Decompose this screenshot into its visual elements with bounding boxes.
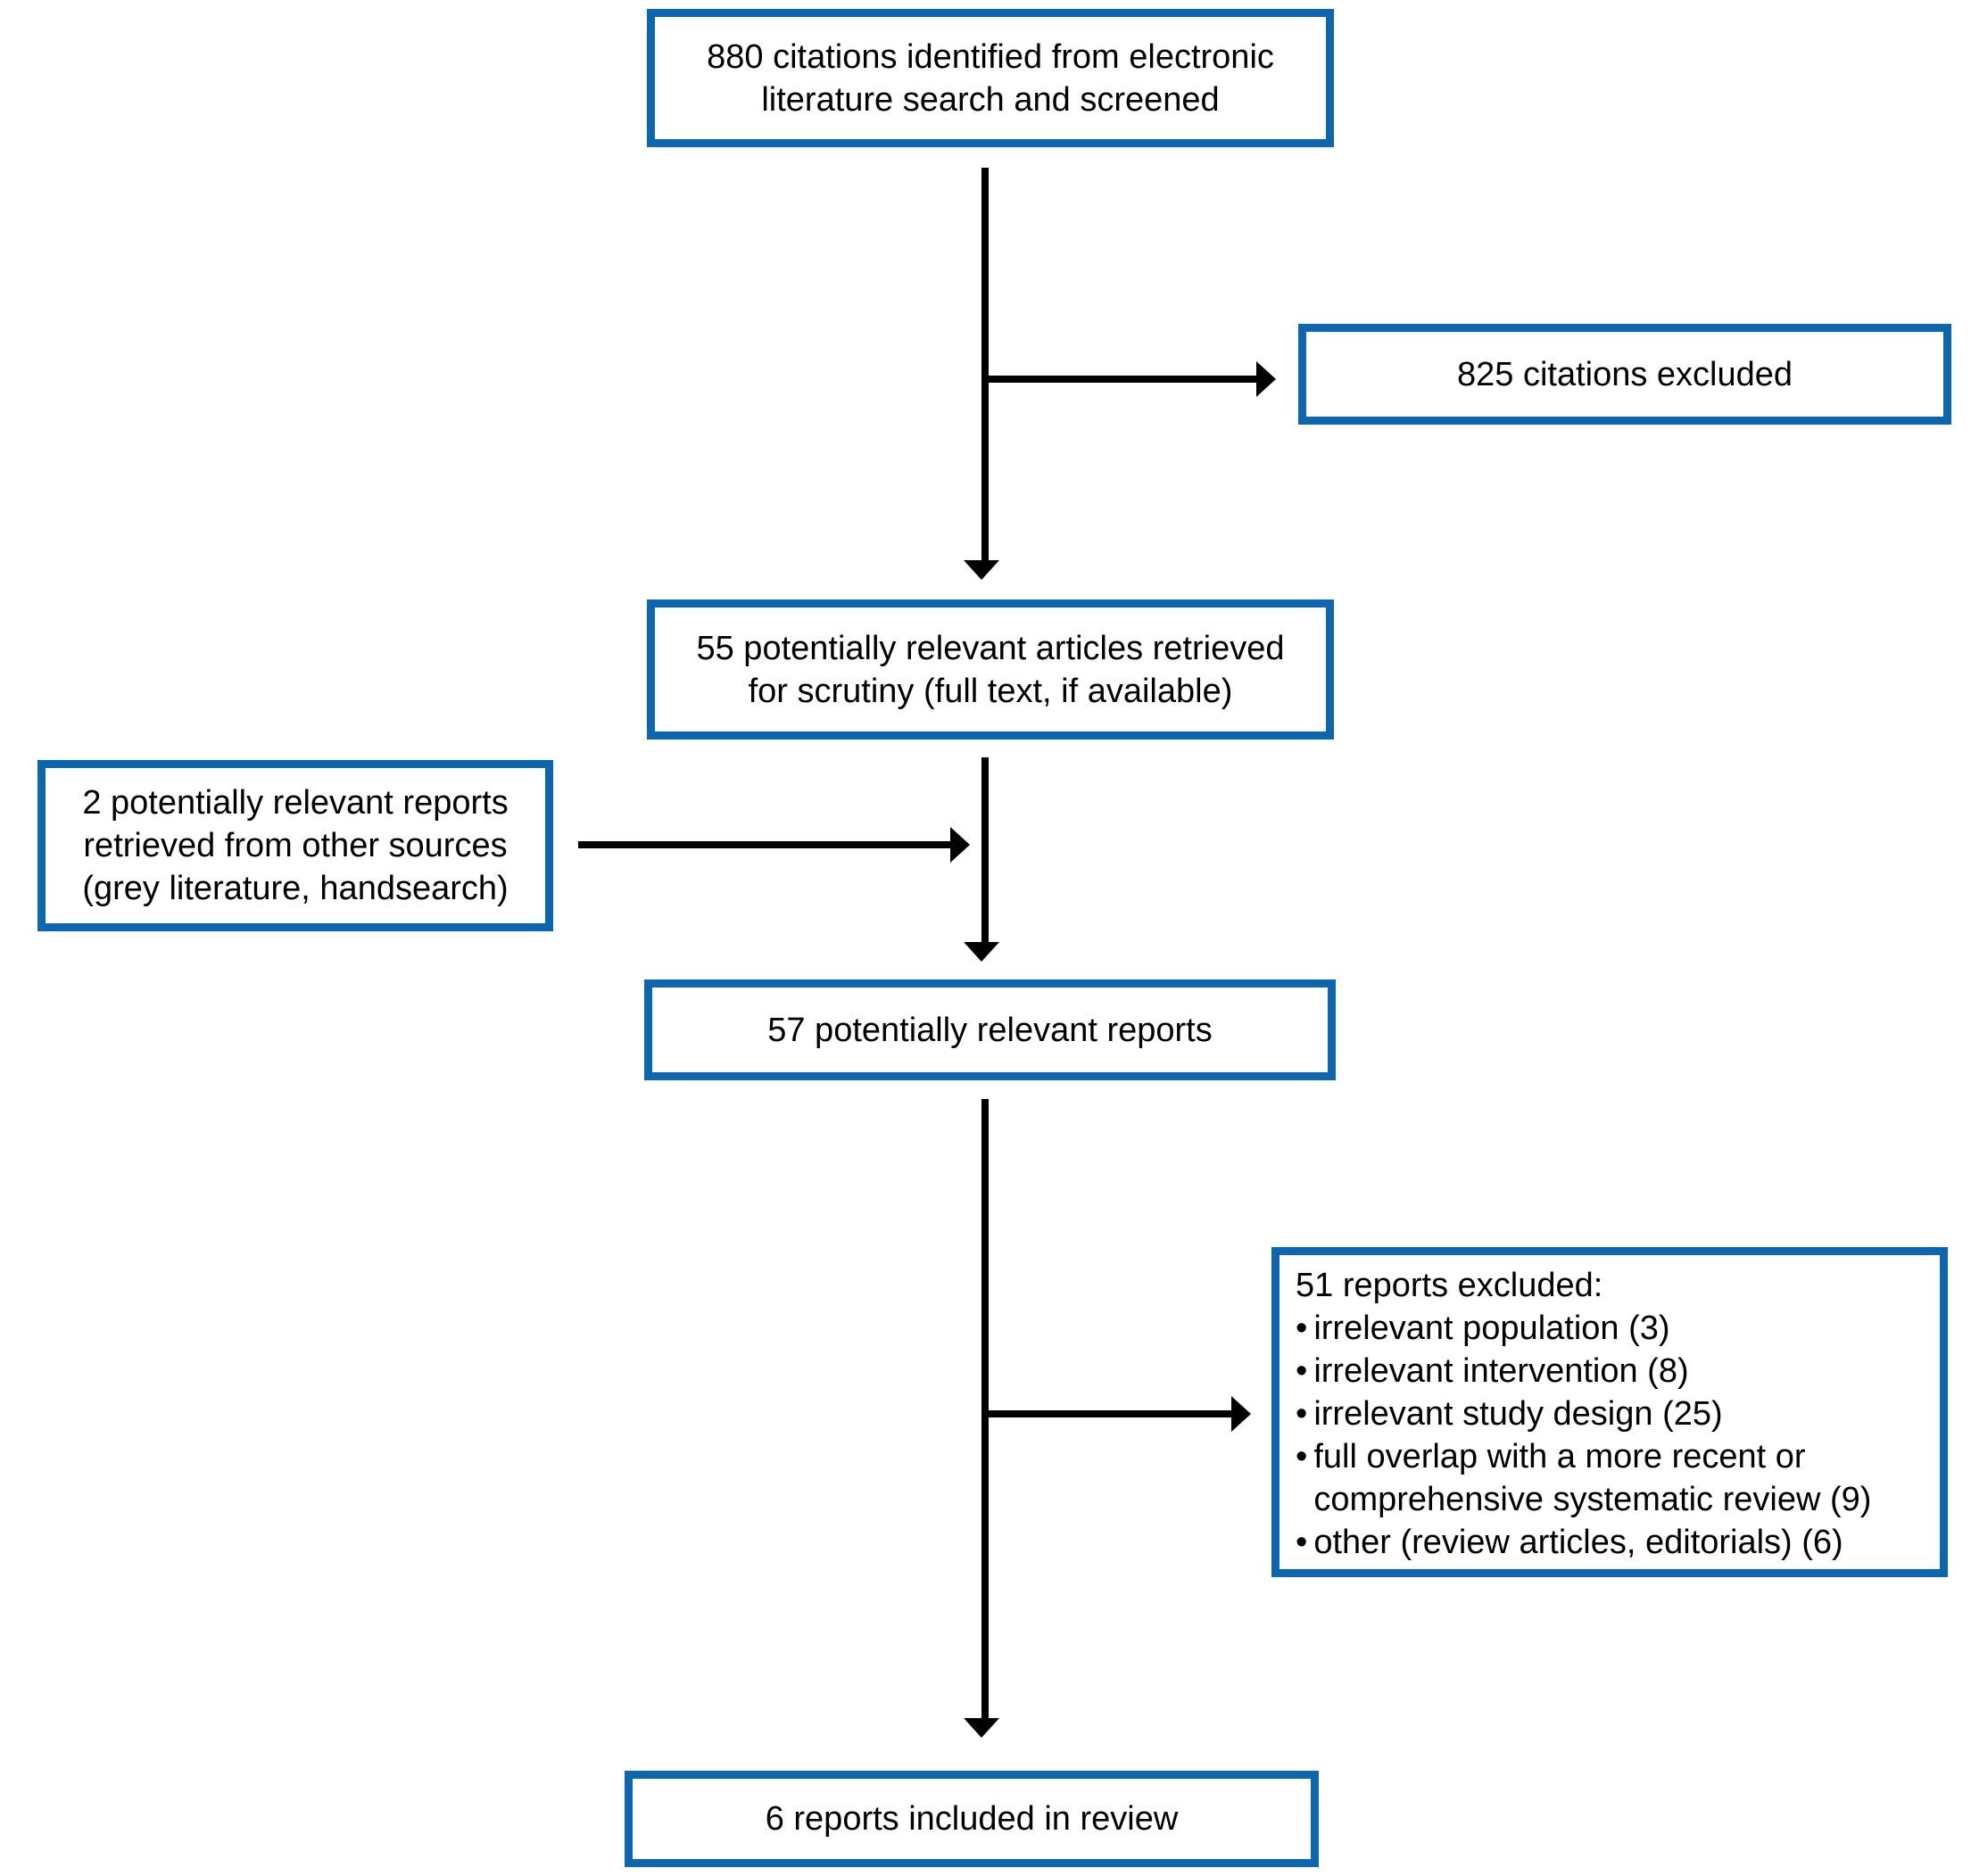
bullet-marker: • (1296, 1524, 1308, 1561)
reports-excluded-item: • full overlap with a more recent or com… (1296, 1435, 1922, 1521)
arrow-retrieved-to-relevant-line (981, 757, 989, 942)
flow-box-reports-included: 6 reports included in review (625, 1771, 1319, 1867)
arrowhead-into-reports-excluded (1231, 1396, 1251, 1432)
arrow-branch-to-reports-excluded-line (985, 1410, 1231, 1417)
reports-excluded-item: • irrelevant study design (25) (1296, 1393, 1922, 1435)
bullet-marker: • (1296, 1395, 1308, 1433)
flow-box-articles-retrieved: 55 potentially relevant articles retriev… (647, 599, 1334, 740)
reports-excluded-item: • irrelevant population (3) (1296, 1307, 1922, 1350)
arrow-branch-to-citations-excluded-line (985, 376, 1256, 383)
bullet-marker: • (1296, 1310, 1308, 1347)
flow-box-citations-identified: 880 citations identified from electronic… (647, 9, 1334, 147)
arrow-identified-to-retrieved-line (981, 168, 989, 560)
flow-box-citations-excluded: 825 citations excluded (1298, 324, 1951, 425)
arrow-relevant-to-included-line (981, 1099, 989, 1718)
flow-box-other-sources: 2 potentially relevant reports retrieved… (37, 760, 553, 931)
flow-box-potentially-relevant-reports: 57 potentially relevant reports (644, 979, 1336, 1080)
bullet-marker: • (1296, 1438, 1308, 1475)
reports-excluded-title: 51 reports excluded: (1296, 1267, 1603, 1304)
flow-box-reports-excluded: 51 reports excluded: • irrelevant popula… (1271, 1247, 1948, 1577)
reports-excluded-item: • irrelevant intervention (8) (1296, 1350, 1922, 1393)
reports-excluded-item: • other (review articles, editorials) (6… (1296, 1521, 1922, 1564)
arrowhead-into-potentially-relevant (964, 942, 999, 962)
arrowhead-into-citations-excluded (1256, 361, 1276, 397)
arrowhead-into-retrieved (964, 560, 999, 580)
arrowhead-other-sources (950, 827, 970, 863)
arrow-other-sources-line (578, 841, 950, 848)
arrowhead-into-included (964, 1718, 999, 1738)
bullet-marker: • (1296, 1352, 1308, 1390)
